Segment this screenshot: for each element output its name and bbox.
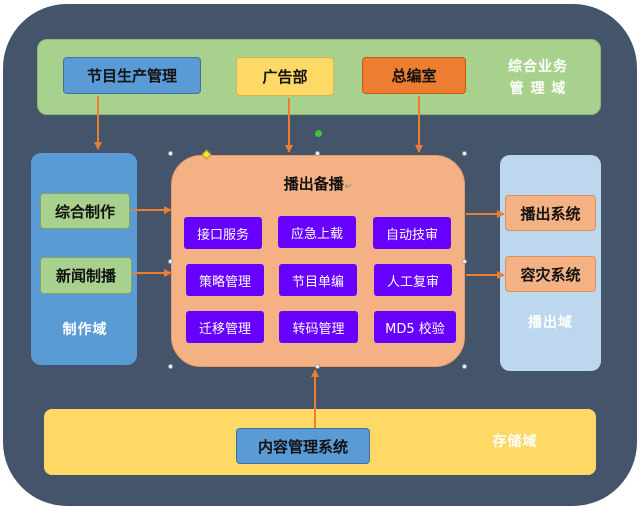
integrated-production-box[interactable]: 综合制作 [40, 193, 130, 229]
resize-handle-top-right[interactable] [462, 151, 467, 156]
business-domain-label: 综合业务 管 理 域 [508, 59, 568, 97]
news-production-label: 新闻制播 [55, 267, 116, 285]
resize-handle-right[interactable] [462, 259, 467, 264]
integrated-production-label: 综合制作 [54, 202, 115, 221]
news-production-box[interactable]: 新闻制播 [40, 257, 132, 294]
service-md5-check[interactable]: MD5 校验 [374, 311, 456, 343]
production-domain-label: 制作域 [62, 322, 108, 338]
program-production-box[interactable]: 节目生产管理 [63, 57, 201, 94]
service-transcode-management[interactable]: 转码管理 [279, 311, 358, 343]
resize-handle-bottom[interactable] [315, 364, 320, 369]
advertising-box[interactable]: 广告部 [236, 57, 334, 96]
service-program-list-edit[interactable]: 节目单编 [279, 264, 357, 296]
service-auto-tech-review[interactable]: 自动技审 [373, 217, 451, 249]
service-migration-management[interactable]: 迁移管理 [186, 311, 264, 343]
broadcast-domain-label: 播出域 [528, 315, 573, 331]
storage-domain-label: 存储域 [492, 434, 538, 450]
service-emergency-upload[interactable]: 应急上载 [278, 216, 356, 248]
disaster-recovery-label: 容灾系统 [520, 265, 581, 284]
disaster-recovery-box[interactable]: 容灾系统 [505, 256, 596, 292]
resize-handle-top-left[interactable] [168, 151, 173, 156]
content-management-box[interactable]: 内容管理系统 [236, 428, 370, 464]
content-management-label: 内容管理系统 [257, 437, 348, 456]
resize-handle-left[interactable] [168, 259, 173, 264]
advertising-label: 广告部 [262, 68, 308, 86]
resize-handle-bottom-right[interactable] [462, 364, 467, 369]
center-title: 播出备播↵ [283, 175, 353, 193]
broadcast-system-box[interactable]: 播出系统 [505, 195, 596, 231]
chief-editor-box[interactable]: 总编室 [362, 57, 466, 94]
resize-handle-top[interactable] [315, 151, 320, 156]
broadcast-system-label: 播出系统 [520, 204, 581, 223]
rotate-handle[interactable] [315, 130, 322, 137]
program-production-label: 节目生产管理 [86, 67, 177, 85]
service-strategy-management[interactable]: 策略管理 [186, 264, 264, 296]
service-manual-review[interactable]: 人工复审 [374, 264, 452, 296]
resize-handle-bottom-left[interactable] [168, 364, 173, 369]
chief-editor-label: 总编室 [391, 67, 437, 85]
service-interface[interactable]: 接口服务 [184, 217, 262, 249]
